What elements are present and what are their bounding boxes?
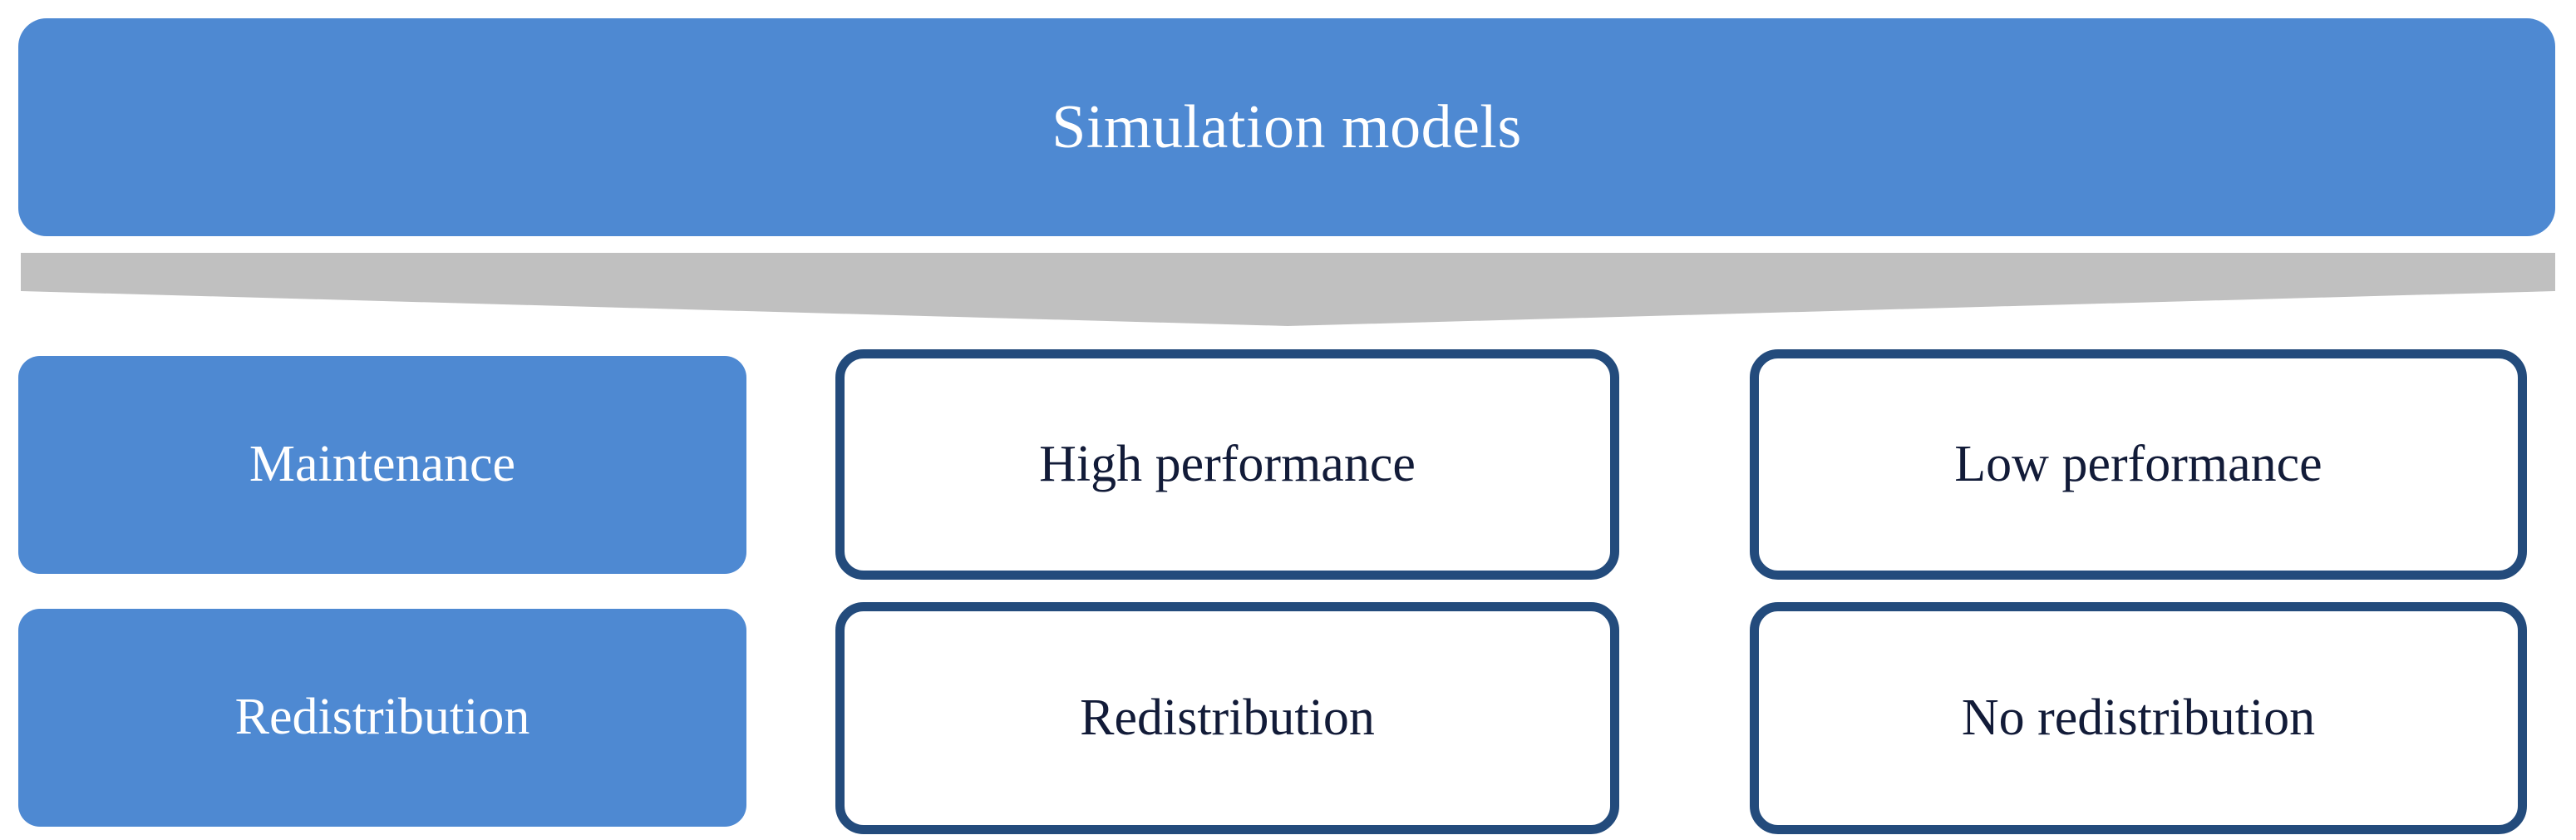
connector-band xyxy=(21,250,2555,329)
box-low-performance-label: Low performance xyxy=(1954,435,2322,492)
box-high-performance-label: High performance xyxy=(1039,435,1416,492)
connector-band-shape xyxy=(21,253,2555,326)
box-redistribution[interactable]: Redistribution xyxy=(835,602,1619,834)
box-no-redistribution[interactable]: No redistribution xyxy=(1750,602,2527,834)
box-low-performance[interactable]: Low performance xyxy=(1750,349,2527,580)
banner-simulation-models: Simulation models xyxy=(18,18,2555,236)
banner-title: Simulation models xyxy=(1052,93,1522,161)
box-high-performance[interactable]: High performance xyxy=(835,349,1619,580)
box-no-redistribution-label: No redistribution xyxy=(1961,689,2316,746)
box-redistribution-category[interactable]: Redistribution xyxy=(18,609,746,827)
box-redistribution-category-label: Redistribution xyxy=(234,689,530,746)
box-maintenance-label: Maintenance xyxy=(249,436,516,493)
box-redistribution-label: Redistribution xyxy=(1080,689,1375,746)
box-maintenance[interactable]: Maintenance xyxy=(18,356,746,574)
